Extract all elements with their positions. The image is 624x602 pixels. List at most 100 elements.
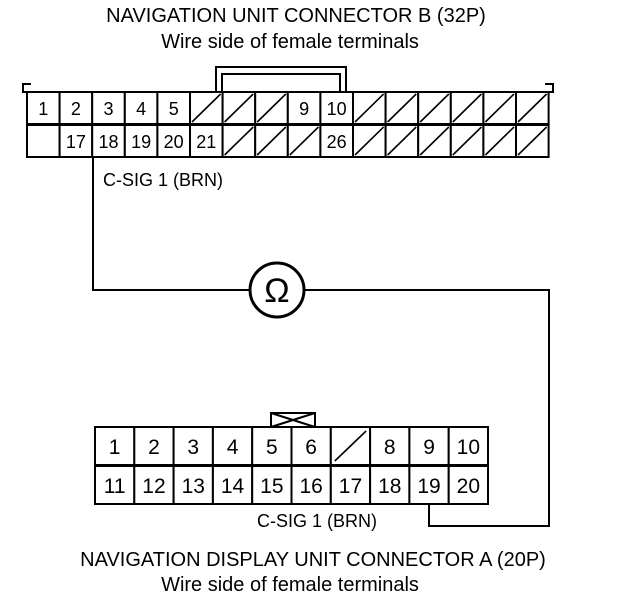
connector-a-pin-label: 6 (305, 436, 317, 459)
ohmmeter: Ω (248, 261, 306, 319)
connector-a-cell-r1-c7 (329, 426, 372, 466)
connector-a-cell-r1-c3: 3 (172, 426, 214, 466)
connector-a-pin-label: 9 (423, 436, 435, 459)
connector-a-cell-r1-c1: 1 (94, 426, 136, 466)
connector-b-pin-label: 18 (98, 132, 118, 152)
connector-b-cell-r1-c16 (515, 91, 550, 125)
connector-a-cell-r1-c10: 10 (447, 426, 490, 466)
connector-b-cell-r1-c6 (189, 91, 224, 125)
wire-from-b18 (92, 156, 250, 291)
connector-a-pin-label: 18 (378, 475, 401, 498)
connector-b-cell-r2-c6: 21 (189, 124, 224, 158)
connector-b-wire-label: C-SIG 1 (BRN) (103, 170, 223, 190)
connector-b-latch (215, 66, 347, 92)
test-wiring (92, 156, 550, 527)
connector-b-cell-r2-c15 (482, 124, 517, 158)
connector-b-cell-r2-c9 (286, 124, 322, 158)
connector-b-cell-r2-c7 (221, 124, 257, 158)
connector-b-cell-r2-c16 (515, 124, 550, 158)
connector-a-pin-label: 13 (182, 475, 205, 498)
connector-a-cell-r1-c8: 8 (369, 426, 411, 466)
connector-a-pin-label: 19 (417, 475, 440, 498)
connector-b-cell-r1-c5: 5 (156, 91, 191, 125)
connector-b-cell-r1-c9: 9 (286, 91, 322, 125)
connector-b-pin-label: 10 (327, 99, 347, 119)
connector-b-pin-label: 3 (103, 99, 113, 119)
connector-b-pin-label: 19 (131, 132, 151, 152)
connector-a-cell-r1-c2: 2 (133, 426, 175, 466)
connector-b-cell-r2-c10: 26 (319, 124, 354, 158)
connector-a-wire-label: C-SIG 1 (BRN) (257, 511, 377, 531)
connector-b-pin-label: 2 (71, 99, 81, 119)
connector-a-cell-r1-c6: 6 (290, 426, 332, 466)
connector-b-pin-label: 5 (169, 99, 179, 119)
connector-b-pin-label: 17 (66, 132, 86, 152)
connector-a-cell-r2-c5: 15 (251, 465, 293, 505)
connector-a-cell-r2-c1: 11 (94, 465, 136, 505)
connector-a-latch (270, 412, 316, 428)
connector-a-pin-label: 12 (142, 475, 165, 498)
connector-a-pin-label: 1 (109, 436, 121, 459)
connector-b-pin-label: 26 (327, 132, 347, 152)
ohmmeter-circle (248, 261, 306, 319)
connector-a-cell-r2-c2: 12 (133, 465, 175, 505)
wire-to-a19 (304, 289, 550, 527)
connector-b-cell-r2-c3: 18 (91, 124, 126, 158)
connector-b-cell-r1-c15 (482, 91, 517, 125)
connector-a-cell-r2-c6: 16 (290, 465, 332, 505)
connector-b-cell-r1-c7 (221, 91, 257, 125)
connector-a-pin-label: 8 (384, 436, 396, 459)
connector-b-cell-r1-c3: 3 (91, 91, 126, 125)
connector-a-pin-label: 11 (104, 475, 126, 498)
connector-b-cell-r2-c12 (384, 124, 420, 158)
connector-b-pin-label: 21 (196, 132, 216, 152)
connector-a-pin-label: 4 (227, 436, 239, 459)
connector-b-cell-r1-c10: 10 (319, 91, 354, 125)
connector-b-subtitle: Wire side of female terminals (161, 31, 419, 53)
connector-a-cell-r2-c8: 18 (369, 465, 411, 505)
ohm-symbol: Ω (264, 272, 289, 310)
connector-a-subtitle: Wire side of female terminals (161, 574, 419, 596)
connector-a-pin-label: 16 (299, 475, 322, 498)
connector-a-cell-r2-c4: 14 (211, 465, 254, 505)
connector-a-pin-label: 3 (187, 436, 199, 459)
connector-b-cell-r2-c8 (254, 124, 289, 158)
connector-b-cell-r2-c2: 17 (58, 124, 94, 158)
connector-b-pin-label: 9 (299, 99, 309, 119)
connector-b-cell-r2-c1 (26, 124, 61, 158)
connector-a-pin-label: 20 (457, 475, 480, 498)
connector-b-cell-r2-c5: 20 (156, 124, 191, 158)
connector-b-cell-r1-c8 (254, 91, 289, 125)
connector-b-cell-r1-c11 (352, 91, 387, 125)
connector-b-cell-r2-c11 (352, 124, 387, 158)
connector-a-cell-r2-c3: 13 (172, 465, 214, 505)
connector-b-cell-r1-c4: 4 (123, 91, 159, 125)
connector-a-cell-r1-c9: 9 (408, 426, 450, 466)
connector-a-pin-label: 5 (266, 436, 278, 459)
connector-b-cell-r2-c4: 19 (123, 124, 159, 158)
connector-b-cell-r2-c14 (449, 124, 485, 158)
connector-a-pin-label: 15 (260, 475, 283, 498)
connector-b-cell-r1-c14 (449, 91, 485, 125)
connector-a-cell-r2-c9: 19 (408, 465, 450, 505)
connector-a-pin-label: 10 (457, 436, 480, 459)
connector-a-cell-r2-c7: 17 (329, 465, 372, 505)
connector-b-cell-r1-c12 (384, 91, 420, 125)
connector-b: 1 2 3 4 5 9 10 17 18 19 20 21 26 (22, 66, 554, 158)
connector-b-pin-label: 4 (136, 99, 146, 119)
connector-b-cell-r1-c1: 1 (26, 91, 61, 125)
connector-a-cell-r1-c5: 5 (251, 426, 293, 466)
connector-a-pin-label: 14 (221, 475, 245, 498)
connector-a-cell-r1-c4: 4 (211, 426, 254, 466)
connector-b-pin-label: 20 (164, 132, 184, 152)
connector-b-cell-r1-c2: 2 (58, 91, 94, 125)
connector-b-pin-label: 1 (38, 99, 48, 119)
connector-b-side-tabs (22, 83, 554, 93)
connector-a-cell-r2-c10: 20 (447, 465, 490, 505)
connector-b-cell-r2-c13 (417, 124, 452, 158)
connector-b-cell-r1-c13 (417, 91, 452, 125)
connector-b-title: NAVIGATION UNIT CONNECTOR B (32P) (106, 5, 486, 27)
connector-a-pin-label: 2 (148, 436, 160, 459)
connector-a-pin-label: 17 (339, 475, 362, 498)
